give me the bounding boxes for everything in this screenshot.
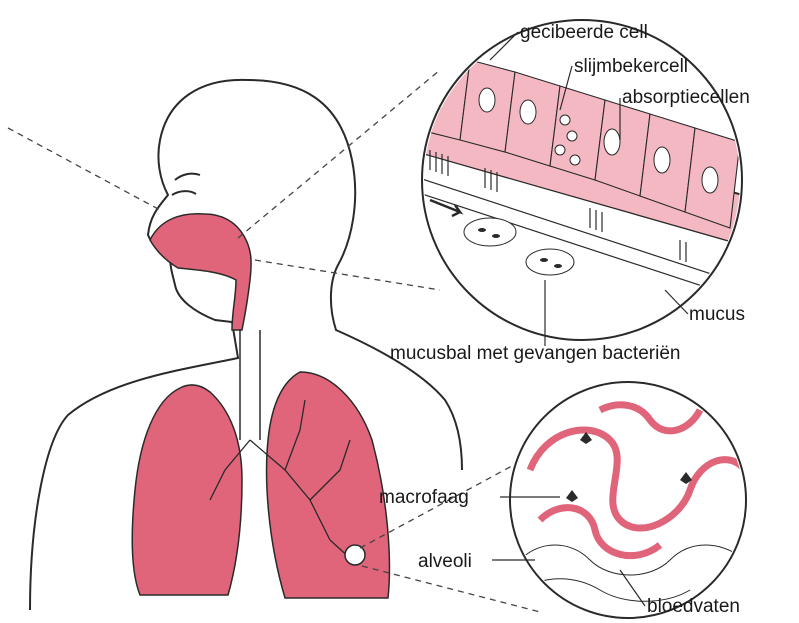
- alveoli-magnified-view: [510, 382, 746, 618]
- goblet-cell-label: slijmbekercell: [574, 57, 688, 76]
- trachea: [240, 330, 260, 440]
- macrophage-label: macrofaag: [379, 488, 469, 507]
- mucus-label: mucus: [689, 305, 745, 324]
- alveoli-label: alveoli: [418, 552, 472, 571]
- lungs: [132, 372, 389, 598]
- alveolus-magnifier-source: [345, 545, 365, 565]
- blood-vessels-label: bloedvaten: [647, 597, 740, 616]
- absorption-cells-label: absorptiecellen: [622, 88, 750, 107]
- ciliated-cell-label: gecibeerde cell: [520, 23, 648, 42]
- mucus-ball-label: mucusbal met gevangen bacteriën: [390, 344, 680, 363]
